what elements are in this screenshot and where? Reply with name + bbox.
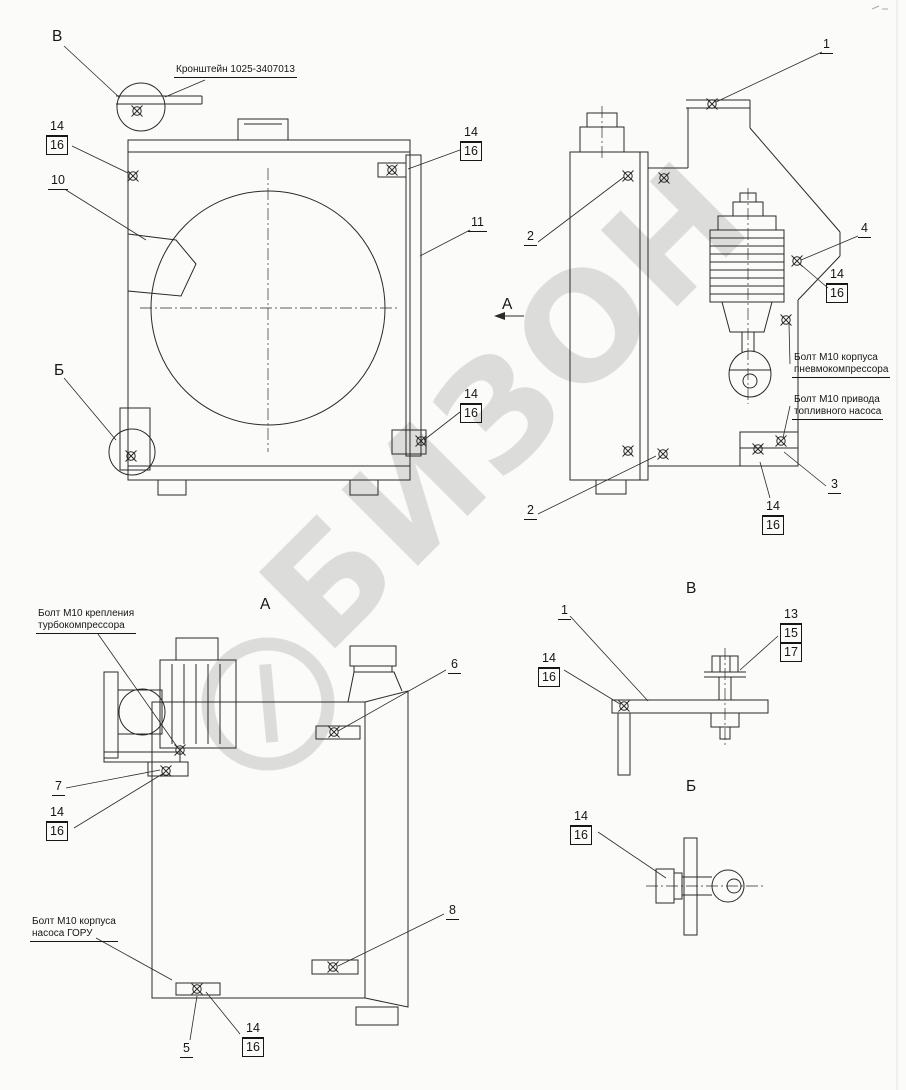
view-letter-b-pointer: Б: [54, 362, 65, 379]
callout-11: 11: [468, 214, 487, 233]
callout-7: 7: [52, 778, 65, 797]
callout-5: 5: [180, 1040, 193, 1059]
callout-2-side-bottom: 2: [524, 502, 537, 521]
callout-1-detail: 1: [558, 602, 571, 621]
watermark-logo-icon: [201, 637, 335, 771]
view-a-linework: [103, 637, 409, 1026]
callout-6: 6: [448, 656, 461, 675]
leader-lines: [63, 45, 859, 1041]
detail-v-linework: [611, 648, 769, 776]
callout-3: 3: [828, 476, 841, 495]
view-arrow-letter-a: А: [502, 296, 513, 313]
front-view-linework: [108, 82, 427, 496]
view-letter-v-pointer: В: [52, 28, 63, 45]
detail-b-linework: [646, 837, 764, 936]
callout-4: 4: [858, 220, 871, 239]
page-artifacts: [871, 0, 898, 1090]
callout-2-side-top: 2: [524, 228, 537, 247]
view-title-a: А: [260, 596, 271, 613]
callout-10: 10: [48, 172, 68, 191]
note-kronshtein: Кронштейн 1025-3407013: [174, 64, 297, 78]
side-view-linework: [569, 99, 841, 495]
callout-8: 8: [446, 902, 459, 921]
callout-1-side: 1: [820, 36, 833, 55]
view-title-b: Б: [686, 778, 697, 795]
view-direction-arrow-icon: [494, 312, 524, 320]
view-title-v: В: [686, 580, 697, 597]
